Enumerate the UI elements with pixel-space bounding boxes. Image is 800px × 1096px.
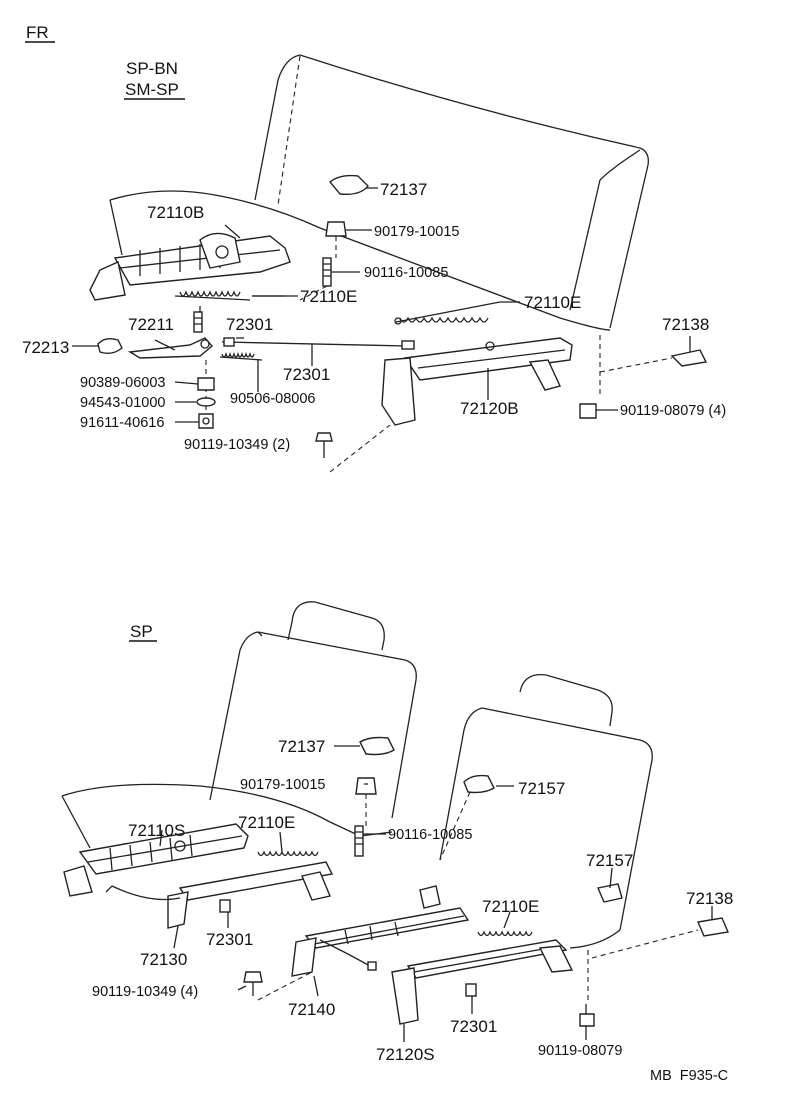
label-72120B: 72120B bbox=[460, 399, 519, 418]
label-72211: 72211 bbox=[128, 315, 174, 334]
variant-sm-sp: SM-SP bbox=[125, 80, 179, 99]
variant-sp: SP bbox=[130, 622, 153, 641]
label-72110E-left: 72110E bbox=[300, 287, 357, 306]
label-90119-08079-bottom: 90119-08079 bbox=[538, 1043, 622, 1059]
part-90179-nut-top bbox=[325, 221, 347, 258]
part-72110B-track bbox=[89, 232, 291, 301]
label-72110B: 72110B bbox=[147, 203, 204, 222]
bottom-right-seat-outline bbox=[439, 673, 653, 949]
part-72110E-spring-bottom-a bbox=[257, 850, 319, 857]
part-72110E-spring-bottom-b bbox=[477, 930, 533, 937]
part-90119-10349-bolt-bottom bbox=[243, 971, 313, 1001]
variant-header-bottom: SP bbox=[129, 622, 157, 642]
labels-top: 72137 72110B 90179-10015 90116-10085 721… bbox=[22, 180, 726, 453]
label-90179-10015-top: 90179-10015 bbox=[374, 224, 459, 240]
part-90119-08079-bolt-top bbox=[579, 335, 601, 419]
diagram-code: MB F935-C bbox=[650, 1068, 728, 1084]
hardware-stack-left bbox=[196, 360, 216, 429]
part-72138-cover-top bbox=[599, 349, 708, 373]
part-90116-stud-bottom bbox=[354, 825, 364, 857]
label-72110E-right: 72110E bbox=[524, 293, 581, 312]
label-90116-10085-bottom: 90116-10085 bbox=[388, 827, 472, 843]
part-72301-spring-bottom-b bbox=[465, 983, 477, 997]
part-90506-spring bbox=[219, 351, 263, 361]
label-72130: 72130 bbox=[140, 950, 187, 969]
part-72213-knob bbox=[97, 337, 123, 355]
label-72138-top: 72138 bbox=[662, 315, 709, 334]
variant-sp-bn: SP-BN bbox=[126, 59, 178, 78]
leader-lines-top bbox=[72, 187, 691, 423]
label-90119-08079-top: 90119-08079 (4) bbox=[620, 403, 726, 419]
bottom-left-seat-outline bbox=[61, 601, 417, 849]
part-72110S-track bbox=[63, 823, 249, 897]
top-bench-seat-outline bbox=[109, 54, 649, 331]
label-90389-06003: 90389-06003 bbox=[80, 375, 165, 391]
variant-header-top: SP-BN SM-SP bbox=[124, 59, 185, 100]
part-72130-track bbox=[105, 861, 334, 929]
label-72157-lower: 72157 bbox=[586, 851, 633, 870]
part-72138-cover-bottom bbox=[591, 917, 729, 959]
header-fr: FR bbox=[25, 23, 55, 43]
part-72137-cap-top bbox=[329, 174, 369, 196]
label-94543-01000: 94543-01000 bbox=[80, 395, 165, 411]
label-72110E-bottom-b: 72110E bbox=[482, 897, 539, 916]
label-72301-upper: 72301 bbox=[226, 315, 273, 334]
part-72137-cap-bottom bbox=[359, 736, 395, 756]
part-72301-rod bbox=[221, 337, 415, 350]
label-72137-bottom: 72137 bbox=[278, 737, 325, 756]
label-72301-bottom-b: 72301 bbox=[450, 1017, 497, 1036]
label-72157-upper: 72157 bbox=[518, 779, 565, 798]
fr-label: FR bbox=[26, 23, 49, 42]
leader-lines-bottom bbox=[159, 745, 713, 1042]
label-72137-top: 72137 bbox=[380, 180, 427, 199]
part-90179-nut-bottom bbox=[355, 777, 377, 826]
part-90119-08079-bolt-bottom bbox=[579, 950, 595, 1027]
part-72301-spring-upper bbox=[193, 311, 203, 333]
label-72120S: 72120S bbox=[376, 1045, 435, 1064]
label-90119-10349-top: 90119-10349 (2) bbox=[184, 437, 290, 453]
labels-bottom: 72137 90179-10015 72157 72110S 72110E 90… bbox=[92, 737, 733, 1064]
label-72138-bottom: 72138 bbox=[686, 889, 733, 908]
label-90506-08006: 90506-08006 bbox=[230, 391, 315, 407]
label-90116-10085-top: 90116-10085 bbox=[364, 265, 448, 281]
label-72110E-bottom-a: 72110E bbox=[238, 813, 295, 832]
part-72110E-spring-right bbox=[394, 301, 501, 325]
label-90179-10015-bottom: 90179-10015 bbox=[240, 777, 325, 793]
part-72120S-track bbox=[391, 939, 574, 1025]
label-72301-bottom-a: 72301 bbox=[206, 930, 253, 949]
label-72110S: 72110S bbox=[128, 821, 185, 840]
label-91611-40616: 91611-40616 bbox=[80, 415, 164, 431]
label-90119-10349-bottom: 90119-10349 (4) bbox=[92, 984, 198, 1000]
label-72301-rod: 72301 bbox=[283, 365, 330, 384]
part-72157-cap-upper bbox=[439, 774, 495, 861]
part-72157-cap-lower bbox=[597, 883, 623, 903]
label-72213: 72213 bbox=[22, 338, 69, 357]
part-90119-10349-bolt-top bbox=[315, 424, 391, 473]
part-72120B-track bbox=[381, 337, 573, 426]
part-72301-spring-bottom-a bbox=[219, 899, 231, 913]
part-72140-track bbox=[291, 885, 470, 977]
label-72140: 72140 bbox=[288, 1000, 335, 1019]
